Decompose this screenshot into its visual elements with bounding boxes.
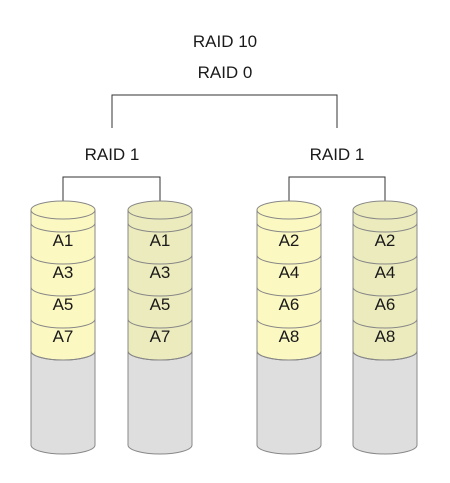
raid10-title: RAID 10 (193, 32, 257, 51)
block-separator (352, 222, 418, 233)
block-label: A8 (279, 327, 300, 346)
block-label: A6 (279, 295, 300, 314)
block-separator (256, 350, 322, 361)
block-label: A3 (53, 263, 74, 282)
disk-empty-space (256, 350, 322, 455)
block-label: A7 (53, 327, 74, 346)
block-label: A2 (279, 231, 300, 250)
raid1-right-label: RAID 1 (310, 145, 365, 164)
block-label: A8 (375, 327, 396, 346)
block-separator (30, 318, 96, 329)
block-separator (352, 286, 418, 297)
block-separator (30, 222, 96, 233)
block-label: A3 (150, 263, 171, 282)
block-separator (30, 350, 96, 361)
block-label: A4 (375, 263, 396, 282)
block-separator (352, 318, 418, 329)
block-separator (30, 286, 96, 297)
block-separator (127, 254, 193, 265)
block-label: A1 (150, 231, 171, 250)
block-separator (256, 254, 322, 265)
block-label: A2 (375, 231, 396, 250)
block-label: A4 (279, 263, 300, 282)
disk-empty-space (30, 350, 96, 455)
disk-empty-space (352, 350, 418, 455)
raid0-subtitle: RAID 0 (198, 63, 253, 82)
block-label: A5 (53, 295, 74, 314)
block-separator (127, 222, 193, 233)
block-separator (256, 318, 322, 329)
disk-top-cap (127, 200, 193, 220)
block-label: A7 (150, 327, 171, 346)
block-separator (127, 286, 193, 297)
disk-top-cap (352, 200, 418, 220)
block-separator (352, 350, 418, 361)
block-separator (256, 286, 322, 297)
block-label: A1 (53, 231, 74, 250)
block-separator (127, 318, 193, 329)
block-separator (352, 254, 418, 265)
raid1-right-connector (288, 176, 386, 202)
block-separator (30, 254, 96, 265)
disk-top-cap (30, 200, 96, 220)
block-separator (127, 350, 193, 361)
block-label: A6 (375, 295, 396, 314)
raid0-connector (111, 94, 338, 128)
disk-top-cap (256, 200, 322, 220)
block-separator (256, 222, 322, 233)
raid1-left-label: RAID 1 (85, 145, 140, 164)
block-label: A5 (150, 295, 171, 314)
raid1-left-connector (62, 176, 161, 202)
disk-empty-space (127, 350, 193, 455)
